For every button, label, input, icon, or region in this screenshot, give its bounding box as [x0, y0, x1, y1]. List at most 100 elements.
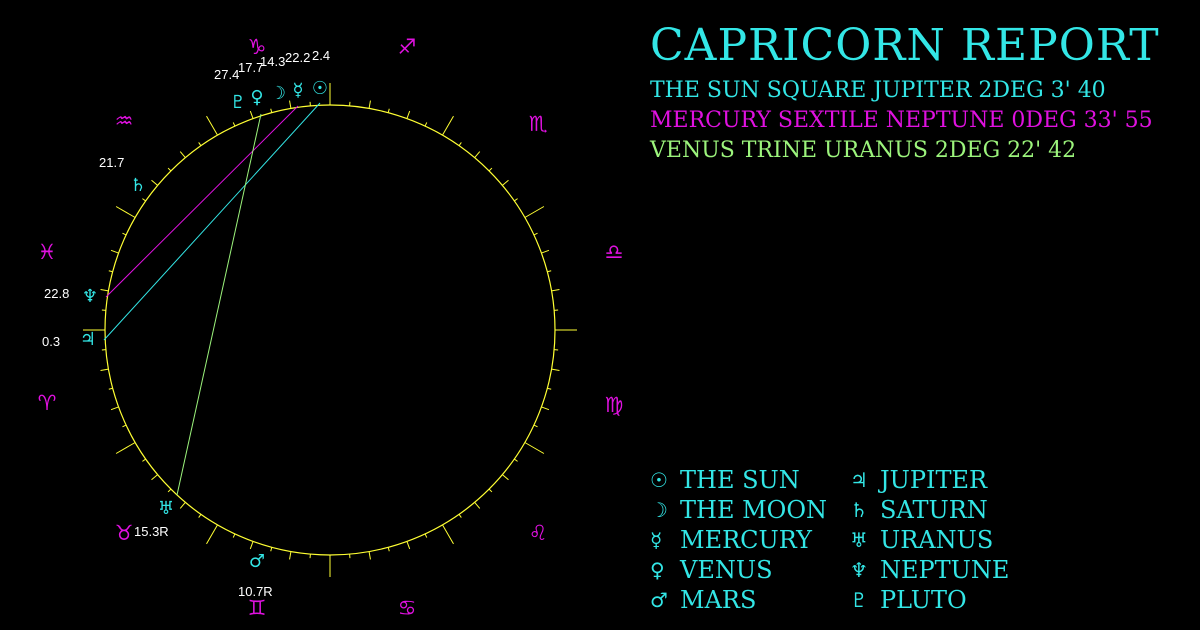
- degree-tick: [167, 488, 172, 493]
- legend-item-sun: ☉ THE SUN: [650, 466, 800, 494]
- jupiter-icon: ♃: [850, 468, 868, 492]
- degree-tick: [100, 289, 109, 292]
- degree-tick: [514, 458, 518, 462]
- sun-icon: ☉: [312, 78, 328, 99]
- degree-tick: [387, 547, 390, 552]
- aspect-line-venus-uranus: [176, 113, 262, 496]
- degree-tick: [547, 270, 552, 273]
- wheel-ticks: [83, 83, 577, 577]
- aspect-line-1: THE SUN SQUARE JUPITER 2DEG 3' 40: [650, 78, 1106, 103]
- degree-tick: [289, 100, 292, 109]
- degree-tick: [151, 179, 158, 186]
- mars-icon: ♂: [249, 551, 265, 572]
- degree-tick: [387, 108, 390, 113]
- capricorn-icon: ♑: [248, 35, 267, 59]
- pluto-icon: ♇: [850, 588, 868, 612]
- degree-tick: [179, 151, 186, 158]
- legend-label: SATURN: [880, 496, 988, 524]
- degree-tick: [232, 122, 236, 127]
- degree-tick: [110, 406, 119, 411]
- degree-tick: [488, 167, 493, 172]
- degree-tick: [198, 514, 202, 518]
- degree-tick: [270, 547, 273, 552]
- degree-tick: [108, 387, 113, 390]
- sign-division-tick: [442, 115, 454, 136]
- degree-tick: [249, 110, 254, 119]
- moon-degree-label: 14.3: [260, 54, 285, 69]
- degree-tick: [100, 368, 109, 371]
- sign-division-tick: [115, 206, 136, 218]
- degree-tick: [142, 198, 146, 202]
- degree-tick: [547, 387, 552, 390]
- legend-label: URANUS: [880, 526, 994, 554]
- sign-division-tick: [115, 442, 136, 454]
- degree-tick: [514, 198, 518, 202]
- degree-tick: [167, 167, 172, 172]
- degree-tick: [270, 108, 273, 113]
- sun-degree-label: 2.4: [312, 48, 330, 63]
- degree-tick: [232, 533, 236, 538]
- sun-icon: ☉: [650, 468, 668, 492]
- legend-label: NEPTUNE: [880, 556, 1010, 584]
- moon-icon: ☽: [270, 83, 286, 104]
- cancer-icon: ♋: [398, 596, 417, 620]
- degree-tick: [533, 232, 538, 236]
- sagittarius-icon: ♐: [398, 35, 417, 59]
- legend-item-pluto: ♇ PLUTO: [850, 586, 967, 614]
- legend-item-mars: ♂ MARS: [650, 586, 756, 614]
- legend-label: VENUS: [680, 556, 773, 584]
- jupiter-degree-label: 0.3: [42, 334, 60, 349]
- saturn-icon: ♄: [850, 498, 868, 522]
- degree-tick: [533, 424, 538, 428]
- degree-tick: [368, 551, 371, 560]
- uranus-icon: ♅: [850, 528, 868, 552]
- venus-icon: ♀: [250, 87, 263, 108]
- degree-tick: [289, 551, 292, 560]
- legend-label: MARS: [680, 586, 757, 614]
- degree-tick: [488, 488, 493, 493]
- sign-division-tick: [524, 206, 545, 218]
- degree-tick: [110, 249, 119, 254]
- sign-division-tick: [206, 115, 218, 136]
- pisces-icon: ♓: [38, 240, 57, 264]
- sign-division-tick: [442, 524, 454, 545]
- pluto-icon: ♇: [230, 92, 246, 113]
- saturn-degree-label: 21.7: [99, 155, 124, 170]
- mars-degree-label: 10.7R: [238, 584, 273, 599]
- neptune-degree-label: 22.8: [44, 286, 69, 301]
- legend-label: PLUTO: [880, 586, 967, 614]
- degree-tick: [122, 232, 127, 236]
- degree-tick: [474, 502, 481, 509]
- degree-tick: [249, 541, 254, 550]
- legend-item-uranus: ♅ URANUS: [850, 526, 993, 554]
- legend-label: MERCURY: [680, 526, 812, 554]
- uranus-icon: ♅: [158, 498, 174, 519]
- aries-icon: ♈: [38, 391, 57, 415]
- degree-tick: [406, 110, 411, 119]
- legend-label: JUPITER: [880, 466, 988, 494]
- aquarius-icon: ♒: [115, 109, 134, 133]
- degree-tick: [142, 458, 146, 462]
- libra-icon: ♎: [605, 240, 624, 264]
- degree-tick: [424, 122, 428, 127]
- zodiac-wheel-chart: ♐ ♏ ♎ ♍ ♌ ♋ ♊ ♉ ♈ ♓ ♒ ♑ ☉ ☿ ☽ ♀ ♇ ♄ ♆ ♃ …: [38, 35, 624, 620]
- degree-tick: [424, 533, 428, 538]
- venus-degree-label: 17.7: [238, 60, 263, 75]
- page-title: CAPRICORN REPORT: [650, 20, 1160, 71]
- degree-tick: [406, 541, 411, 550]
- legend-item-jupiter: ♃ JUPITER: [850, 466, 987, 494]
- aspect-line-mercury-neptune: [105, 105, 299, 298]
- degree-tick: [502, 474, 509, 481]
- degree-tick: [474, 151, 481, 158]
- moon-icon: ☽: [650, 498, 668, 522]
- degree-tick: [198, 142, 202, 146]
- zodiac-wheel-circle: [104, 104, 556, 556]
- legend-item-moon: ☽ THE MOON: [650, 496, 827, 524]
- mars-icon: ♂: [650, 588, 668, 612]
- aspect-line-sun-jupiter: [103, 102, 321, 341]
- mercury-icon: ☿: [650, 528, 663, 552]
- degree-tick: [458, 142, 462, 146]
- venus-icon: ♀: [650, 558, 665, 582]
- degree-tick: [151, 474, 158, 481]
- legend-label: THE MOON: [680, 496, 828, 524]
